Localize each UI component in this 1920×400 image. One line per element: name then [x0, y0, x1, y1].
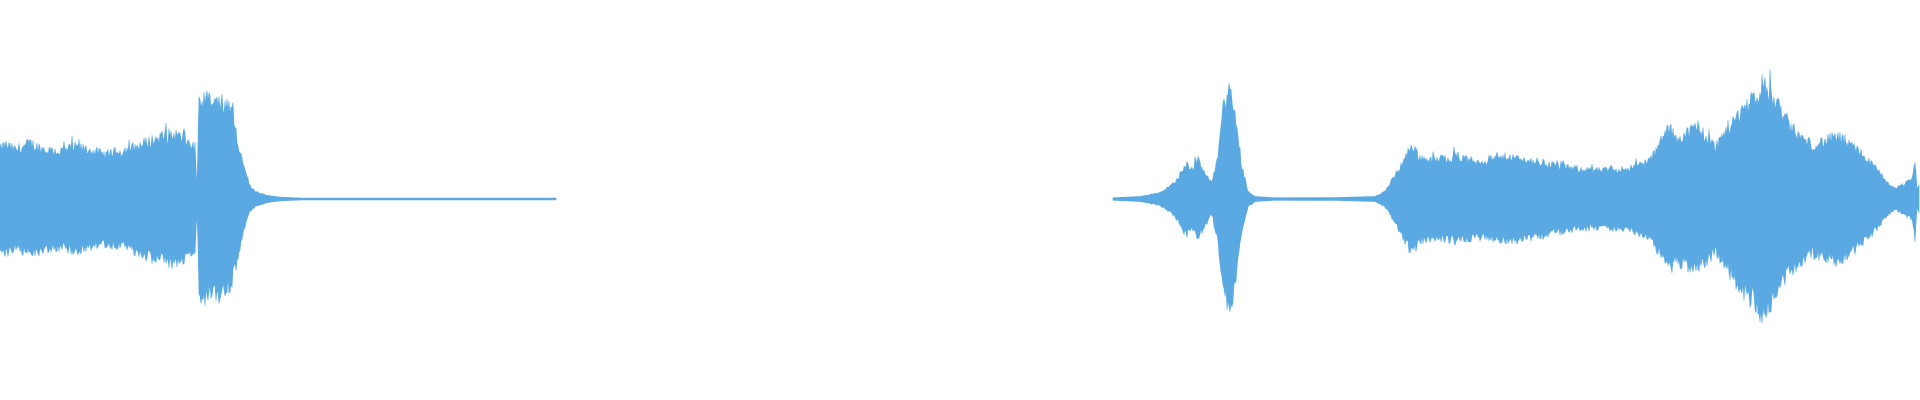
- waveform-clip-2[interactable]: [1112, 69, 1920, 324]
- waveform-clip-1[interactable]: [0, 90, 557, 306]
